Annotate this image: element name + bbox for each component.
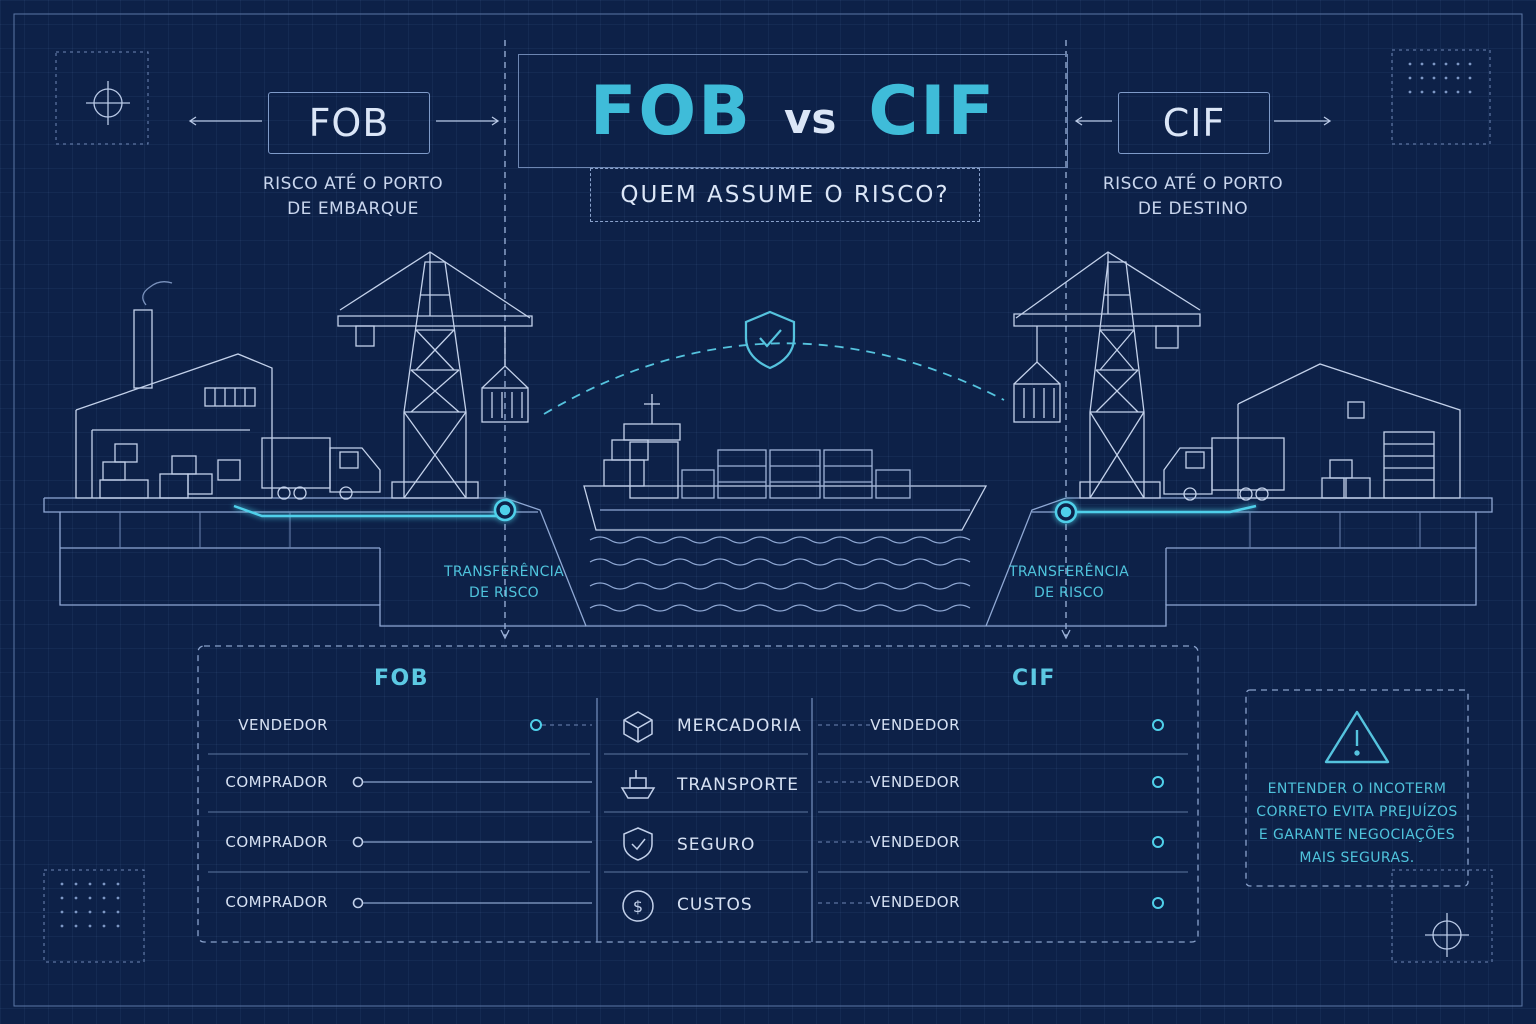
- warning-line2: CORRETO EVITA PREJUÍZOS: [1256, 804, 1458, 820]
- category-label: MERCADORIA: [677, 716, 802, 736]
- shield-icon: [744, 310, 796, 370]
- risk-transfer-right-line2: DE RISCO: [1033, 585, 1104, 601]
- risk-bars: [352, 719, 1164, 909]
- subtitle: QUEM ASSUME O RISCO?: [590, 168, 980, 222]
- title-cif: CIF: [868, 71, 997, 151]
- fob-risk-marker: [352, 897, 364, 909]
- cif-tag-label: CIF: [1162, 101, 1226, 145]
- table-header-fob: FOB: [374, 666, 429, 691]
- fob-party-label: COMPRADOR: [225, 833, 328, 851]
- ship-icon: [620, 770, 656, 799]
- category-label: CUSTOS: [677, 895, 753, 915]
- title-fob: FOB: [589, 71, 753, 151]
- main-title: FOB vs CIF: [518, 54, 1068, 168]
- box-icon: [623, 711, 653, 743]
- risk-transfer-left-line1: TRANSFERÊNCIA: [444, 564, 564, 580]
- cif-risk-marker: [1152, 719, 1164, 731]
- warehouse: [1237, 363, 1461, 499]
- fob-caption-line2: DE EMBARQUE: [287, 199, 419, 219]
- fob-party-label: VENDEDOR: [238, 716, 328, 734]
- cif-party-label: VENDEDOR: [870, 833, 960, 851]
- cif-caption-line1: RISCO ATÉ O PORTO: [1102, 174, 1284, 194]
- cif-tag: CIF: [1118, 92, 1270, 154]
- cif-party-label: VENDEDOR: [870, 773, 960, 791]
- fob-tag-label: FOB: [308, 101, 390, 145]
- crosshair-icon: [86, 81, 1469, 957]
- cargo-ship: [583, 394, 988, 531]
- warning-line1: ENTENDER O INCOTERM: [1267, 781, 1447, 797]
- truck: [1163, 437, 1285, 501]
- dollar-symbol: $: [633, 897, 643, 916]
- cif-party-label: VENDEDOR: [870, 716, 960, 734]
- risk-transfer-left: TRANSFERÊNCIA DE RISCO: [434, 562, 574, 604]
- fob-risk-marker: [352, 836, 364, 848]
- truck: [261, 437, 381, 500]
- shield-icon: [623, 827, 653, 861]
- dollar-icon: [622, 890, 654, 922]
- factory: [75, 281, 273, 499]
- crane: [1013, 251, 1201, 499]
- crane: [337, 251, 533, 499]
- category-label: TRANSPORTE: [677, 775, 799, 795]
- cif-risk-marker: [1152, 897, 1164, 909]
- fob-risk-marker: [530, 719, 542, 731]
- risk-transfer-right: TRANSFERÊNCIA DE RISCO: [999, 562, 1139, 604]
- warning-line4: MAIS SEGURAS.: [1299, 850, 1415, 866]
- warning-icon: [1324, 710, 1390, 764]
- fob-caption: RISCO ATÉ O PORTO DE EMBARQUE: [240, 172, 466, 222]
- fob-caption-line1: RISCO ATÉ O PORTO: [262, 174, 444, 194]
- warning-message: ENTENDER O INCOTERM CORRETO EVITA PREJUÍ…: [1250, 778, 1464, 870]
- category-label: SEGURO: [677, 835, 756, 855]
- cif-risk-marker: [1152, 836, 1164, 848]
- fob-party-label: COMPRADOR: [225, 773, 328, 791]
- risk-transfer-right-line1: TRANSFERÊNCIA: [1009, 564, 1129, 580]
- warning-line3: E GARANTE NEGOCIAÇÕES: [1258, 827, 1456, 843]
- cif-caption-line2: DE DESTINO: [1137, 199, 1249, 219]
- risk-transfer-left-line2: DE RISCO: [468, 585, 539, 601]
- cif-risk-marker: [1152, 776, 1164, 788]
- fob-party-label: COMPRADOR: [225, 893, 328, 911]
- cif-caption: RISCO ATÉ O PORTO DE DESTINO: [1080, 172, 1306, 222]
- fob-risk-marker: [352, 776, 364, 788]
- fob-tag: FOB: [268, 92, 430, 154]
- title-vs: vs: [784, 93, 837, 143]
- cif-party-label: VENDEDOR: [870, 893, 960, 911]
- table-header-cif: CIF: [1012, 666, 1056, 691]
